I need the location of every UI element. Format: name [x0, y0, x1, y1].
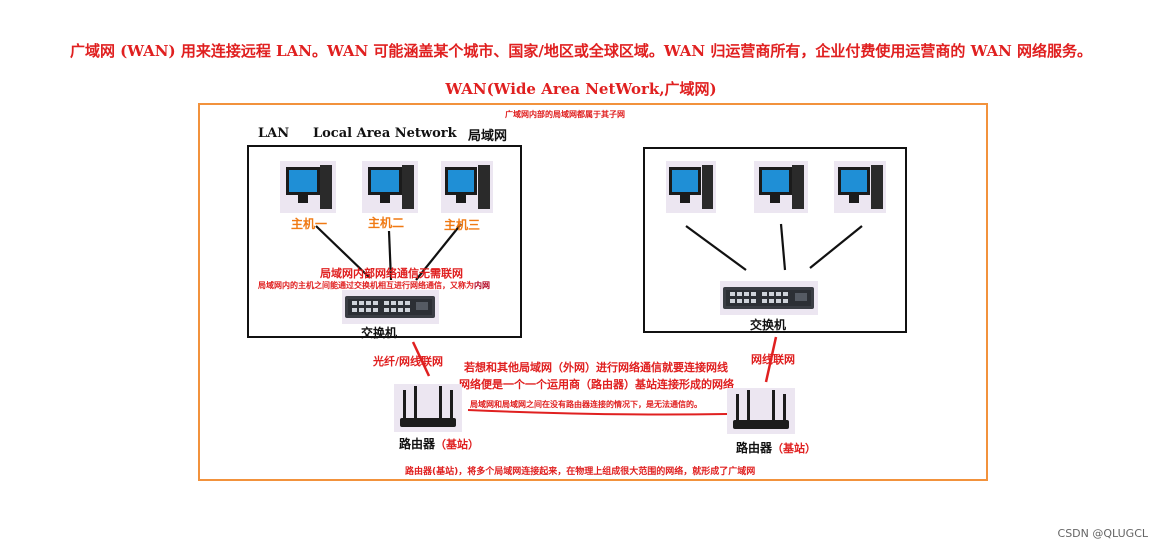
- network-switch-icon: [723, 287, 814, 309]
- bottom-note: 路由器(基站)，将多个局域网连接起来，在物理上组成很大范围的网络，就形成了广域网: [405, 467, 756, 477]
- right-router: [727, 388, 795, 434]
- host-2-label: 主机二: [368, 216, 405, 230]
- lan-right-box: [643, 147, 907, 333]
- line-rhost3-switch: [809, 225, 863, 269]
- right-host-3-pc: [834, 161, 886, 213]
- line-host2-switch: [387, 230, 393, 281]
- desktop-pc-icon: [838, 165, 883, 209]
- headline: 广域网 (WAN) 用来连接远程 LAN。WAN 可能涵盖某个城市、国家/地区或…: [69, 42, 1093, 60]
- line-host1-switch: [315, 225, 371, 279]
- line-rhost2-switch: [779, 223, 787, 271]
- left-router-label-main: 路由器: [399, 437, 436, 451]
- lan-note-sub-text: 局域网内的主机之间能通过交换机相互进行网络通信，又称为: [258, 281, 474, 290]
- line-router-router: [467, 409, 728, 416]
- diagram-title: WAN(Wide Area NetWork,广域网): [445, 80, 717, 98]
- right-switch-label: 交换机: [750, 318, 787, 332]
- wan-subnet-note: 广域网内部的局域网都属于其子网: [505, 110, 625, 119]
- lan-note-sub: 局域网内的主机之间能通过交换机相互进行网络通信，又称为内网: [258, 280, 490, 291]
- wan-boundary: [198, 103, 988, 481]
- center-note-1: 若想和其他局域网（外网）进行网络通信就要连接网线: [464, 361, 728, 374]
- right-host-2-pc: [754, 161, 808, 213]
- right-host-1-pc: [666, 161, 716, 213]
- right-router-label-main: 路由器: [736, 441, 773, 455]
- lan-note-main: 局域网内部网络通信无需联网: [320, 267, 463, 280]
- wifi-router-icon: [400, 386, 456, 427]
- right-switch: [720, 281, 818, 315]
- right-router-label-suffix: （基站）: [772, 442, 817, 455]
- lan-title-abbr: LAN: [258, 126, 290, 141]
- center-note-2: 网络便是一个一个运用商（路由器）基站连接形成的网络: [459, 378, 734, 391]
- desktop-pc-icon: [669, 165, 713, 209]
- link-left-label: 光纤/网线联网: [373, 355, 444, 368]
- watermark: CSDN @QLUGCL: [1057, 527, 1148, 540]
- host-3-label: 主机三: [444, 218, 481, 232]
- link-right-label: 网线联网: [751, 353, 795, 366]
- lan-title-cn: 局域网: [468, 129, 508, 144]
- lan-title-full: Local Area Network: [313, 126, 457, 141]
- desktop-pc-icon: [445, 165, 490, 209]
- left-router-label-suffix: （基站）: [435, 438, 480, 451]
- lan-left-box: [247, 145, 522, 338]
- host-3-pc: [441, 161, 493, 213]
- left-switch-label: 交换机: [361, 326, 398, 340]
- wifi-router-icon: [733, 390, 789, 429]
- line-host3-switch: [415, 223, 462, 281]
- network-switch-icon: [345, 296, 435, 318]
- left-router-label: 路由器（基站）: [399, 435, 479, 452]
- line-left-switch-router: [411, 341, 431, 377]
- left-router: [394, 384, 462, 432]
- line-rhost1-switch: [685, 225, 747, 271]
- desktop-pc-icon: [368, 165, 414, 209]
- host-2-pc: [362, 161, 418, 213]
- router-note: 局域网和局域网之间在没有路由器连接的情况下，是无法通信的。: [470, 400, 702, 409]
- desktop-pc-icon: [759, 165, 804, 209]
- right-router-label: 路由器（基站）: [736, 439, 816, 456]
- desktop-pc-icon: [286, 165, 332, 209]
- line-right-switch-router: [764, 336, 778, 383]
- lan-note-sub-highlight: 内网: [474, 281, 490, 290]
- left-switch: [342, 290, 439, 324]
- host-1-label: 主机一: [291, 217, 328, 231]
- host-1-pc: [280, 161, 336, 213]
